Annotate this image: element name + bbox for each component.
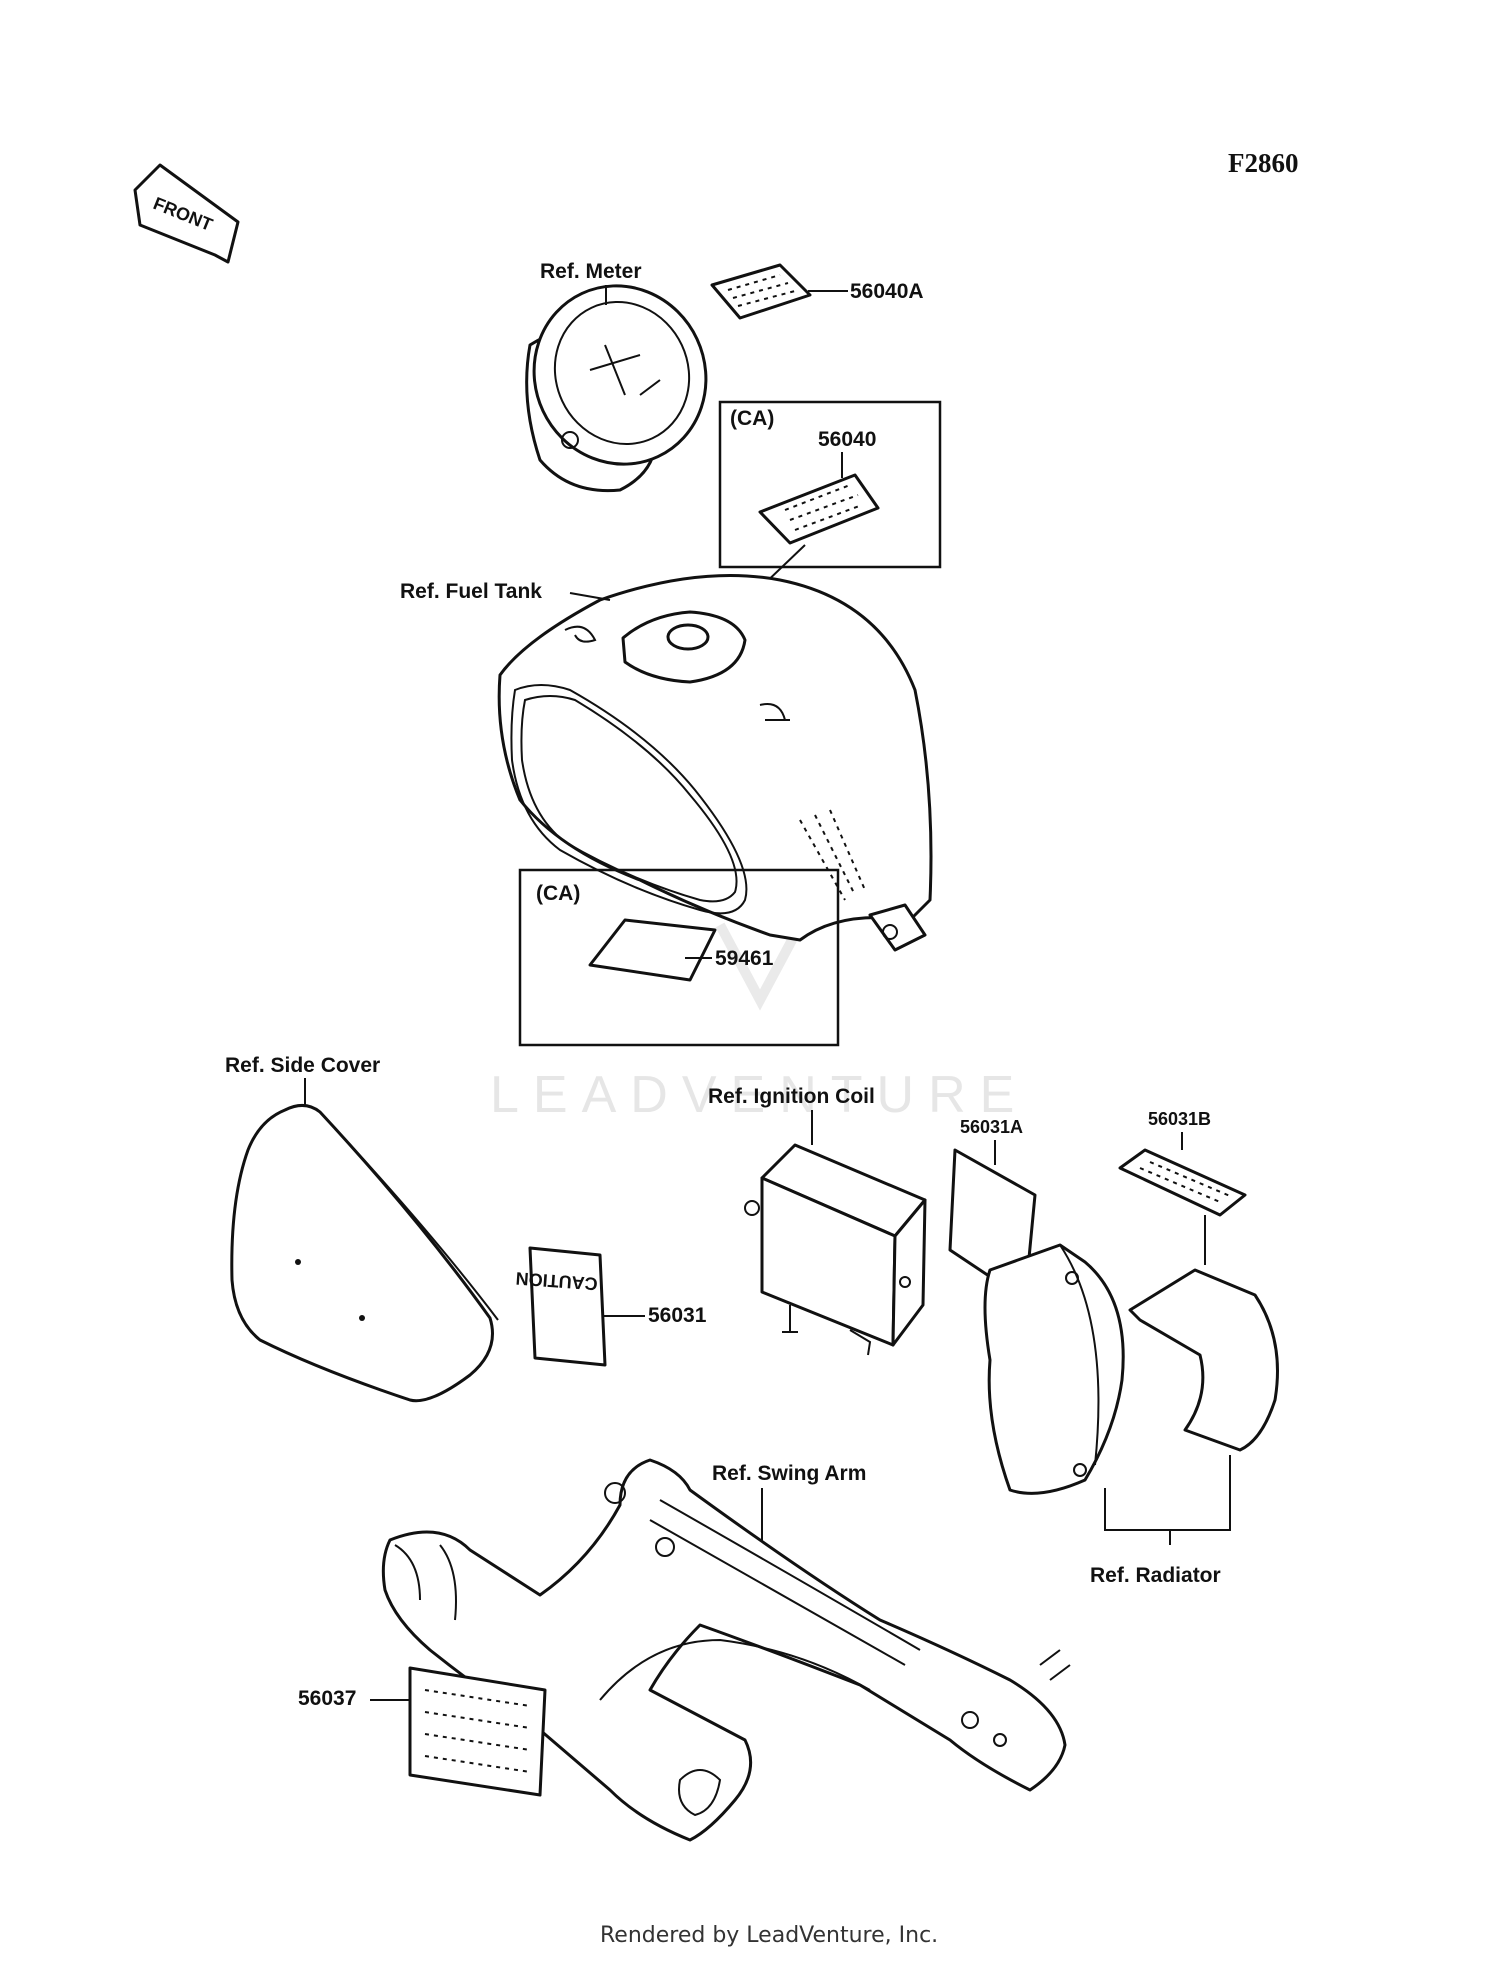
decal-56031: CAUTION: [515, 1246, 607, 1367]
ref-side-cover-label: Ref. Side Cover: [225, 1054, 380, 1077]
ref-fuel-tank-label: Ref. Fuel Tank: [400, 580, 542, 603]
ca-box-56040: [718, 400, 942, 569]
decal-56040: [758, 473, 880, 545]
ref-ignition-coil-label: Ref. Ignition Coil: [708, 1085, 875, 1108]
part-56037-label: 56037: [298, 1687, 356, 1710]
watermark-logo: [715, 922, 805, 1011]
decal-56031B: [1118, 1148, 1247, 1217]
meter-drawing: [525, 284, 708, 493]
ref-meter-label: Ref. Meter: [540, 260, 642, 283]
ignition-coil-drawing: [744, 1143, 927, 1356]
part-59461-label: 59461: [715, 947, 774, 970]
decal-59461: [588, 918, 717, 982]
part-56031A-label: 56031A: [960, 1117, 1023, 1137]
part-56031-label: 56031: [648, 1304, 707, 1327]
footer-credit: Rendered by LeadVenture, Inc.: [600, 1923, 938, 1948]
ca-label-56040: (CA): [730, 407, 774, 430]
ref-swing-arm-label: Ref. Swing Arm: [712, 1462, 866, 1485]
decal-56037: [408, 1666, 547, 1797]
decal-56040A: [710, 263, 812, 320]
part-56040A-label: 56040A: [850, 280, 924, 303]
front-arrow-icon: FRONT: [133, 163, 240, 264]
part-56040-label: 56040: [818, 428, 876, 451]
radiator-bracket-leader: [1104, 1455, 1231, 1531]
ca-box-59461: [518, 868, 840, 1047]
swing-arm-drawing: [381, 1458, 1071, 1842]
fuel-tank-drawing: [497, 574, 933, 952]
side-cover-drawing: [230, 1104, 499, 1403]
ref-fuel-tank-leader: [569, 592, 611, 601]
ca-label-59461: (CA): [536, 882, 580, 905]
watermark-text: LEADVENTURE: [490, 1066, 1028, 1124]
part-56031B-label: 56031B: [1148, 1109, 1211, 1129]
figure-number: F2860: [1228, 148, 1299, 178]
radiator-drawing: [983, 1243, 1279, 1495]
ref-radiator-label: Ref. Radiator: [1090, 1564, 1221, 1587]
